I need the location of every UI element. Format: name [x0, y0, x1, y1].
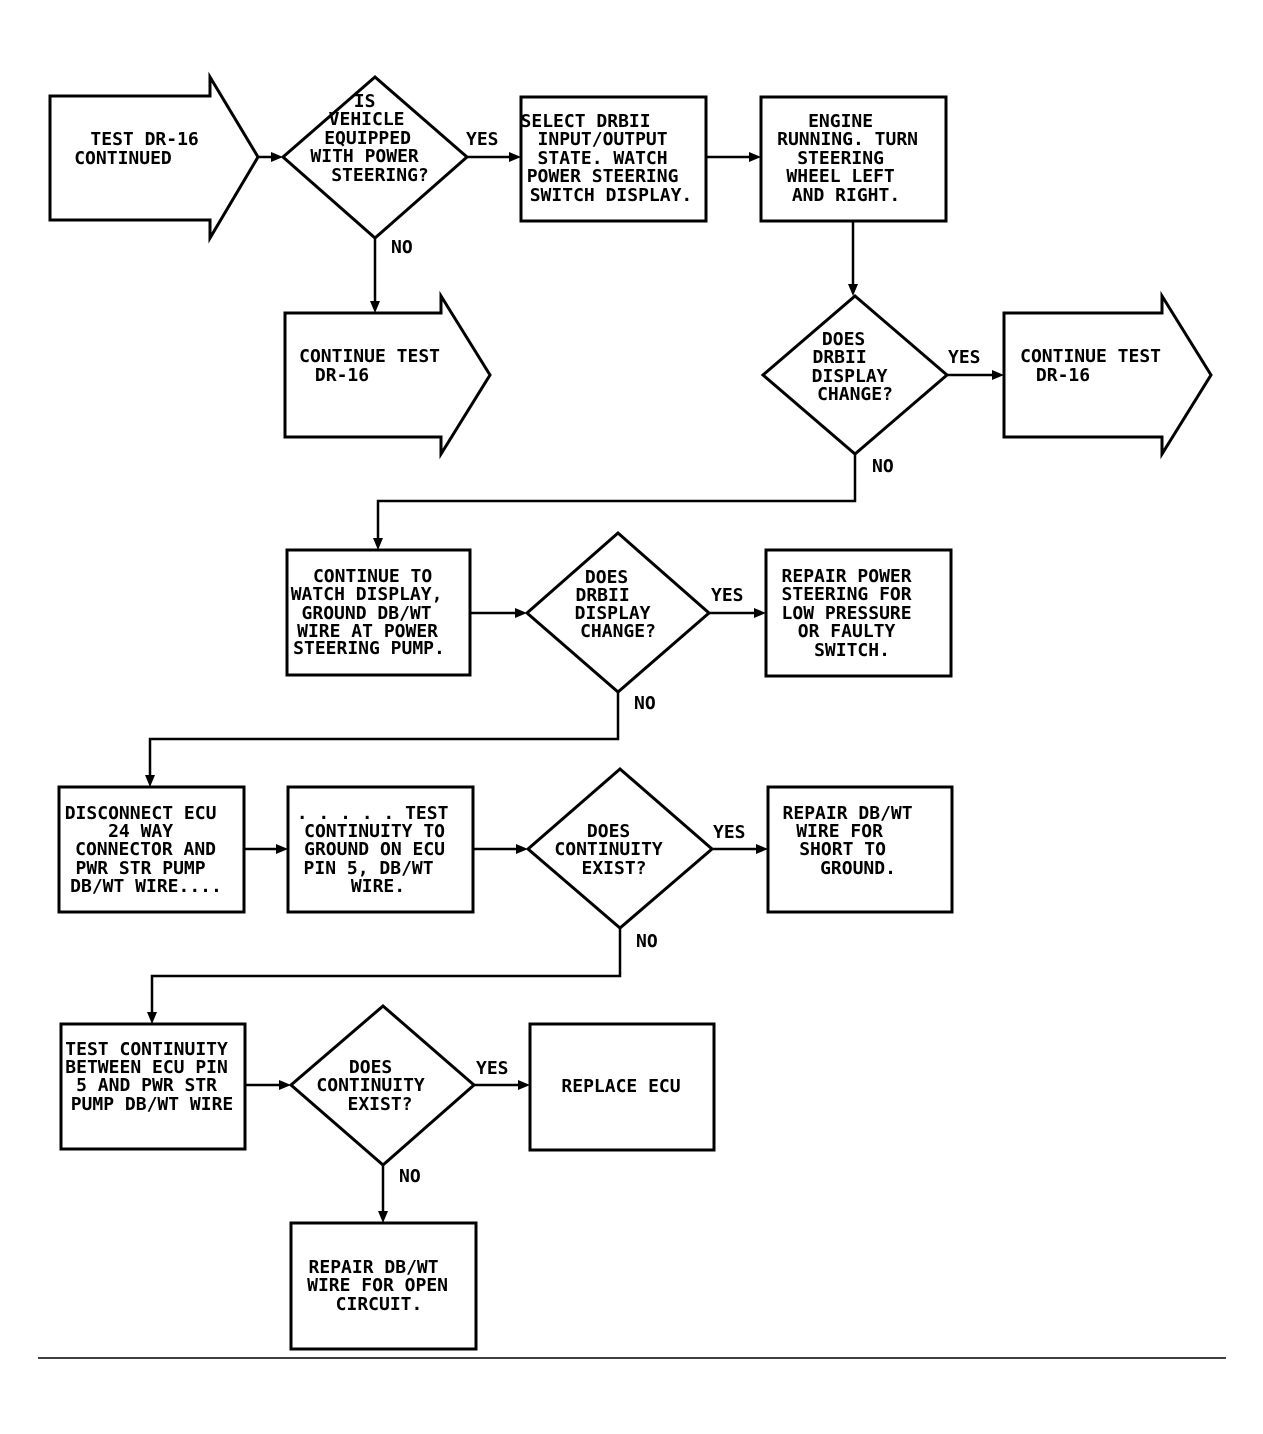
connectors: [148, 155, 995, 1214]
engine-running-text: ENGINE RUNNING. TURN STEERING WHEEL LEFT…: [777, 111, 929, 206]
repair-open-box: [289, 1221, 478, 1351]
replace-ecu-box: [528, 1022, 716, 1152]
continuity-2-question: DOES CONTINUITY EXIST?: [316, 1057, 435, 1115]
continue-test-b-text: CONTINUE TEST DR-16: [1020, 346, 1172, 386]
continue-test-arrow-a: [283, 290, 492, 460]
watch-display-text: CONTINUE TO WATCH DISPLAY, GROUND DB/WT …: [291, 566, 454, 659]
repair-short-box: [766, 785, 954, 914]
continue-test-a-text: CONTINUE TEST DR-16: [299, 346, 451, 386]
display-change-2-question: DOES DRBII DISPLAY CHANGE?: [575, 567, 662, 642]
disconnect-ecu-text: DISCONNECT ECU 24 WAY CONNECTOR AND PWR …: [65, 803, 228, 897]
test-between-box: [59, 1022, 247, 1151]
repair-open-text: REPAIR DB/WT WIRE FOR OPEN CIRCUIT.: [307, 1257, 459, 1315]
yes-label-1: YES: [466, 129, 499, 150]
test-ground-text: . . . . . TEST CONTINUITY TO GROUND ON E…: [297, 803, 460, 897]
disconnect-ecu-box: [57, 785, 246, 914]
select-drbii-box: [519, 95, 708, 223]
no-label-1: NO: [391, 237, 413, 258]
repair-short-text: REPAIR DB/WT WIRE FOR SHORT TO GROUND.: [783, 803, 924, 879]
replace-ecu-text: REPLACE ECU: [561, 1076, 680, 1097]
repair-power-steering-box: [764, 548, 953, 678]
display-change-1-question: DOES DRBII DISPLAY CHANGE?: [812, 329, 899, 405]
no-label-3: NO: [634, 693, 656, 714]
test-between-text: TEST CONTINUITY BETWEEN ECU PIN 5 AND PW…: [65, 1039, 238, 1115]
repair-power-steering-text: REPAIR POWER STEERING FOR LOW PRESSURE O…: [782, 566, 923, 661]
no-label-4: NO: [636, 931, 658, 952]
start-label: TEST DR-16 CONTINUED: [74, 129, 209, 169]
start-arrow: [48, 71, 260, 244]
power-steering-question: IS VEHICLE EQUIPPED WITH POWER STEERING?: [310, 91, 429, 186]
engine-running-box: [759, 95, 948, 223]
select-drbii-text: SELECT DRBII INPUT/OUTPUT STATE. WATCH P…: [521, 111, 693, 206]
continue-test-arrow-b: [1002, 290, 1213, 460]
continuity-1-question: DOES CONTINUITY EXIST?: [554, 821, 673, 879]
yes-label-4: YES: [713, 822, 746, 843]
arrowheads: [145, 152, 1004, 1223]
no-label-2: NO: [872, 456, 894, 477]
yes-label-3: YES: [711, 585, 744, 606]
yes-label-5: YES: [476, 1058, 509, 1079]
test-ground-box: [286, 785, 475, 914]
no-label-5: NO: [399, 1166, 421, 1187]
yes-label-2: YES: [948, 347, 981, 368]
